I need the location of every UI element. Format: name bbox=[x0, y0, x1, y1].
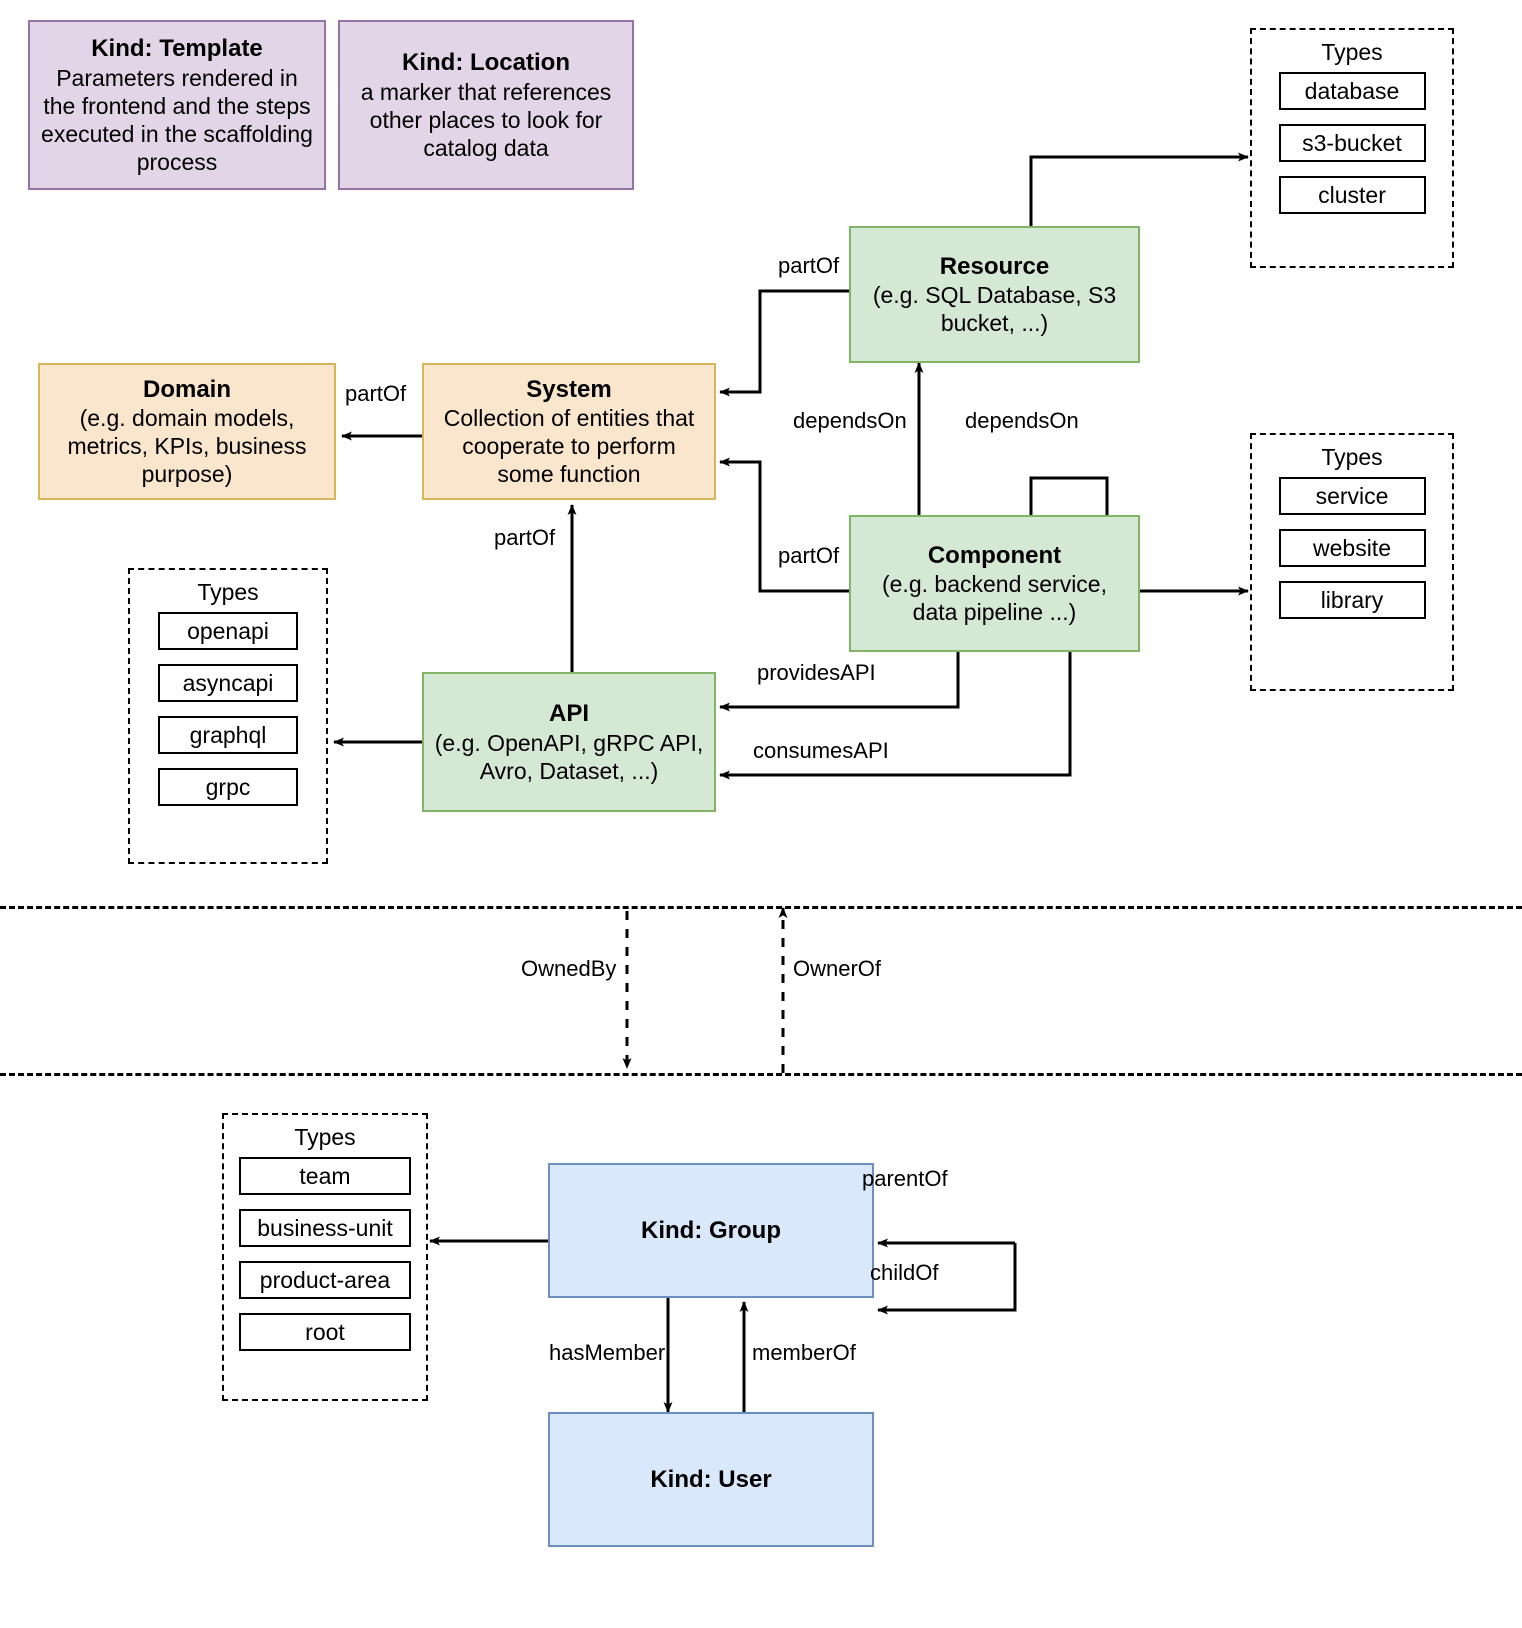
edge-label-ownedby: OwnedBy bbox=[521, 956, 617, 981]
node-system-title: System bbox=[526, 375, 612, 403]
node-resource[interactable]: Resource (e.g. SQL Database, S3 bucket, … bbox=[849, 226, 1140, 363]
node-domain-subtitle: (e.g. domain models, metrics, KPIs, busi… bbox=[67, 405, 307, 488]
node-resource-subtitle: (e.g. SQL Database, S3 bucket, ...) bbox=[872, 282, 1117, 337]
node-component[interactable]: Component (e.g. backend service, data pi… bbox=[849, 515, 1140, 652]
types-box-api: Types openapi asyncapi graphql grpc bbox=[128, 568, 328, 864]
node-kind-location[interactable]: Kind: Location a marker that references … bbox=[338, 20, 634, 190]
types-label: Types bbox=[294, 1124, 356, 1150]
type-chip-database[interactable]: database bbox=[1278, 72, 1426, 110]
type-chip-openapi[interactable]: openapi bbox=[158, 612, 298, 650]
edge-label-api-partof-system: partOf bbox=[494, 525, 556, 550]
type-chip-s3-bucket[interactable]: s3-bucket bbox=[1278, 124, 1426, 162]
edge-label-group-childof: childOf bbox=[870, 1260, 939, 1285]
lane-divider-bottom bbox=[0, 1073, 1522, 1076]
type-chip-business-unit[interactable]: business-unit bbox=[239, 1209, 411, 1247]
node-system-subtitle: Collection of entities that cooperate to… bbox=[443, 405, 695, 488]
edge-label-system-partof-domain: partOf bbox=[345, 381, 407, 406]
node-kind-group[interactable]: Kind: Group bbox=[548, 1163, 874, 1298]
type-chip-root[interactable]: root bbox=[239, 1313, 411, 1351]
type-chip-library[interactable]: library bbox=[1278, 581, 1426, 619]
node-component-title: Component bbox=[927, 541, 1062, 569]
type-chip-product-area[interactable]: product-area bbox=[239, 1261, 411, 1299]
edge-label-component-dependson-self: dependsOn bbox=[965, 408, 1079, 433]
types-label: Types bbox=[197, 579, 259, 605]
node-api-title: API bbox=[548, 700, 589, 728]
node-location-subtitle: a marker that references other places to… bbox=[360, 78, 612, 161]
node-template-title: Kind: Template bbox=[91, 35, 263, 63]
type-chip-service[interactable]: service bbox=[1278, 477, 1426, 515]
edge-resource-to-types bbox=[1029, 152, 1249, 236]
node-group-title: Kind: Group bbox=[641, 1216, 781, 1244]
node-system[interactable]: System Collection of entities that coope… bbox=[422, 363, 716, 500]
type-chip-team[interactable]: team bbox=[239, 1157, 411, 1195]
edge-label-user-memberof: memberOf bbox=[752, 1340, 856, 1365]
edge-label-component-providesapi: providesAPI bbox=[757, 660, 876, 685]
edge-label-component-dependson-resource: dependsOn bbox=[793, 408, 907, 433]
type-chip-cluster[interactable]: cluster bbox=[1278, 176, 1426, 214]
types-box-component: Types service website library bbox=[1250, 433, 1454, 691]
types-box-resource: Types database s3-bucket cluster bbox=[1250, 28, 1454, 268]
edge-label-component-partof-system: partOf bbox=[778, 543, 840, 568]
node-domain[interactable]: Domain (e.g. domain models, metrics, KPI… bbox=[38, 363, 336, 500]
types-box-group: Types team business-unit product-area ro… bbox=[222, 1113, 428, 1401]
type-chip-website[interactable]: website bbox=[1278, 529, 1426, 567]
edge-label-group-hasmember: hasMember bbox=[549, 1340, 666, 1365]
node-domain-title: Domain bbox=[142, 375, 231, 403]
edge-label-resource-partof-system: partOf bbox=[778, 253, 840, 278]
type-chip-grpc[interactable]: grpc bbox=[158, 768, 298, 806]
type-chip-asyncapi[interactable]: asyncapi bbox=[158, 664, 298, 702]
edge-label-component-consumesapi: consumesAPI bbox=[753, 738, 889, 763]
types-label: Types bbox=[1321, 39, 1383, 65]
edge-label-ownerof: OwnerOf bbox=[793, 956, 882, 981]
node-api[interactable]: API (e.g. OpenAPI, gRPC API, Avro, Datas… bbox=[422, 672, 716, 812]
types-label: Types bbox=[1321, 444, 1383, 470]
node-resource-title: Resource bbox=[939, 252, 1050, 280]
node-kind-template[interactable]: Kind: Template Parameters rendered in th… bbox=[28, 20, 326, 190]
lane-divider-top bbox=[0, 906, 1522, 909]
node-user-title: Kind: User bbox=[650, 1465, 772, 1493]
edge-label-group-parentof: parentOf bbox=[862, 1166, 948, 1191]
node-kind-user[interactable]: Kind: User bbox=[548, 1412, 874, 1547]
type-chip-graphql[interactable]: graphql bbox=[158, 716, 298, 754]
node-location-title: Kind: Location bbox=[402, 49, 570, 77]
node-component-subtitle: (e.g. backend service, data pipeline ...… bbox=[881, 571, 1107, 626]
node-api-subtitle: (e.g. OpenAPI, gRPC API, Avro, Dataset, … bbox=[434, 729, 704, 784]
node-template-subtitle: Parameters rendered in the frontend and … bbox=[41, 64, 313, 175]
